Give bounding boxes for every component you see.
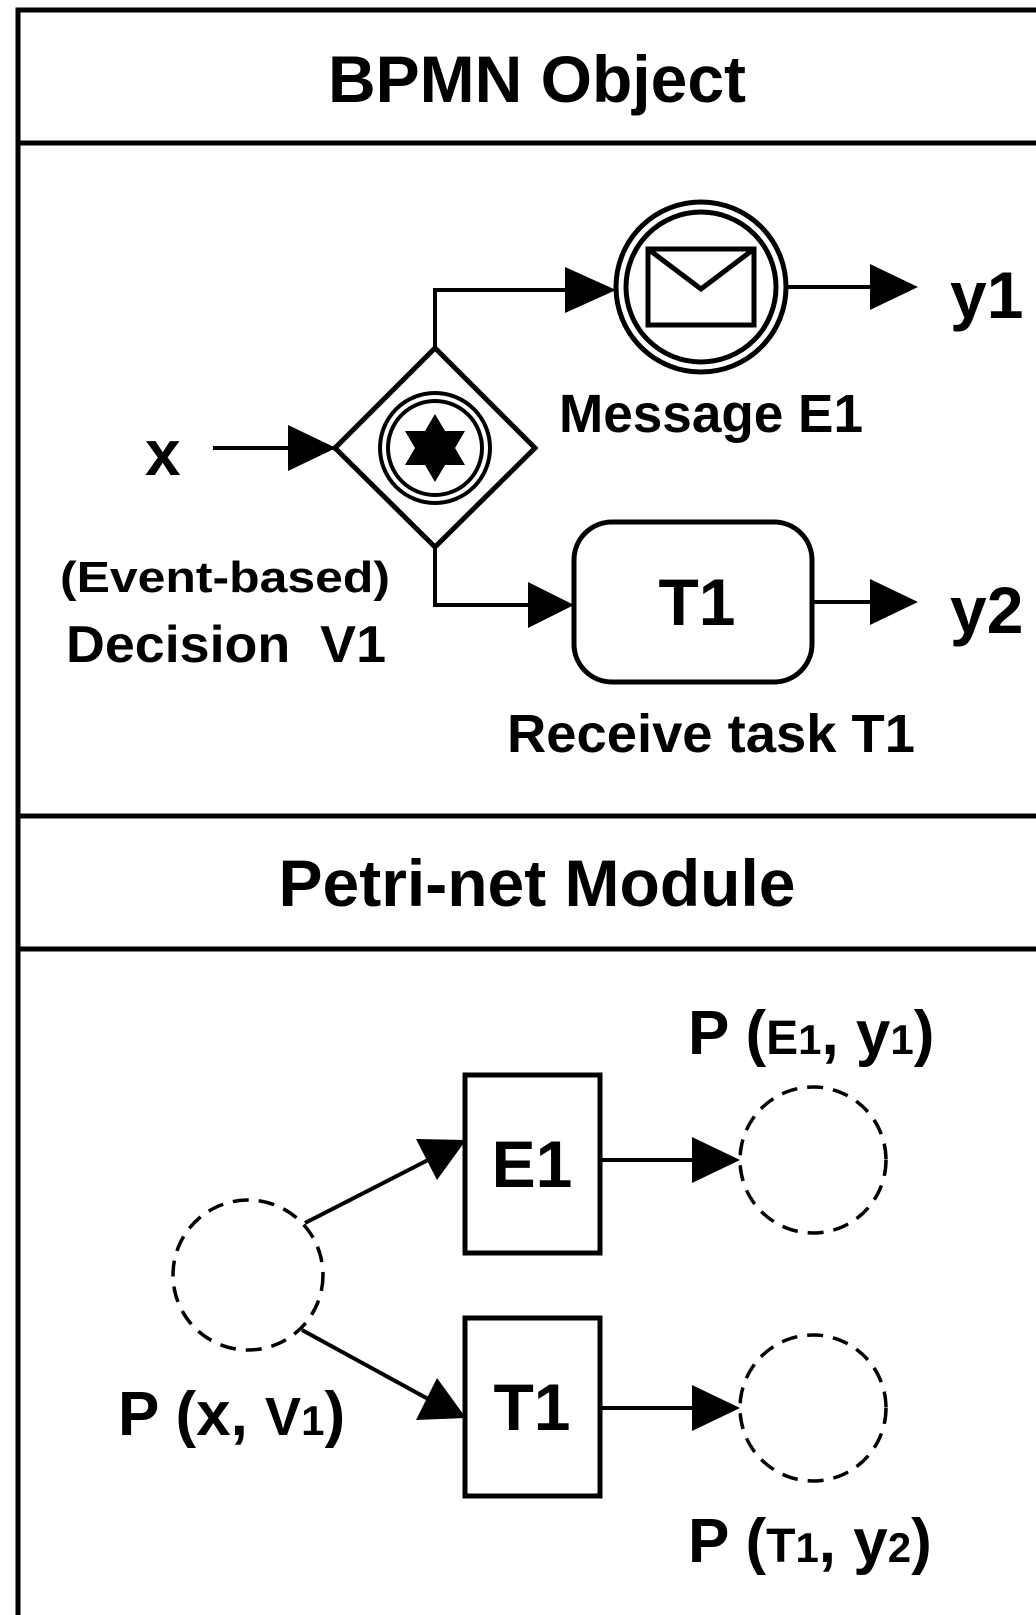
panel-title-petri: Petri-net Module (278, 846, 795, 920)
arrowhead-t1 (416, 1378, 466, 1420)
receive-task-text: T1 (658, 565, 735, 639)
input-label-x: x (145, 417, 181, 489)
transition-t1-text: T1 (493, 1370, 570, 1444)
flow-gateway-to-task (433, 547, 528, 607)
envelope-icon (645, 246, 757, 328)
outer-frame (15, 7, 1036, 1615)
place-e1-y1-label: P (E1, y1) (688, 999, 934, 1068)
output-label-y2: y2 (950, 573, 1023, 647)
transition-e1 (462, 1072, 603, 1256)
arrowhead-to-event (565, 267, 616, 313)
place-t1-y2 (738, 1333, 888, 1483)
place-x-v1-label: P (x, V1) (118, 1380, 345, 1449)
flow-gateway-to-event (433, 288, 565, 348)
gateway-label-type: (Event-based) (60, 553, 390, 602)
message-event-inner (623, 209, 779, 365)
receive-task-label: Receive task T1 (507, 704, 915, 764)
transition-e1-text: E1 (492, 1127, 573, 1201)
arrowhead-t1-out (692, 1385, 740, 1431)
place-e1-y1 (738, 1085, 888, 1235)
arrowhead-e1-out (692, 1137, 740, 1183)
place-x-v1 (171, 1198, 325, 1352)
place-t1-y2-label: P (T1, y2) (688, 1507, 932, 1576)
message-event-label: Message E1 (559, 384, 863, 444)
gateway-inner-ring (386, 399, 484, 497)
arrowhead-to-task (528, 582, 574, 628)
hexagram-icon (405, 414, 465, 482)
arrowhead-y1 (870, 264, 918, 310)
gateway-outer-ring (378, 391, 492, 505)
arc-place-to-e1 (304, 1157, 431, 1225)
arrowhead-y2 (870, 579, 918, 625)
arrowhead-e1 (416, 1139, 466, 1180)
output-label-y1: y1 (950, 258, 1023, 332)
arc-place-to-t1 (301, 1328, 431, 1402)
gateway-label-name: Decision V1 (66, 616, 386, 674)
arrowhead-x (288, 425, 336, 471)
panel-title-bpmn: BPMN Object (328, 42, 746, 116)
